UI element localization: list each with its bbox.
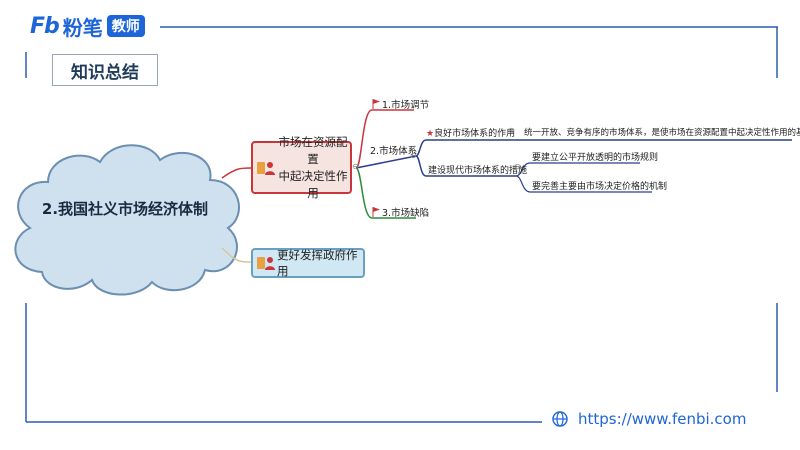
person-icon — [257, 254, 275, 272]
branch-market-decisive-node[interactable]: 市场在资源配置 中起决定性作用 — [251, 135, 352, 200]
globe-icon — [552, 411, 568, 427]
root-node-label: 2.我国社义市场经济体制 — [41, 200, 209, 218]
item-good-market-detail[interactable]: 统一开放、竞争有序的市场体系，是使市场在资源配置中起决定性作用的基础 — [524, 128, 800, 138]
item-market-system[interactable]: 2.市场体系 — [370, 146, 418, 157]
footer-url: https://www.fenbi.com — [578, 410, 747, 428]
branch-government-node[interactable]: 更好发挥政府作用 — [251, 248, 365, 278]
logo-name: 粉笔 — [62, 15, 103, 40]
collapse-toggle-icon[interactable]: ⊖ — [514, 162, 521, 171]
collapse-toggle-icon[interactable]: ⊖ — [352, 162, 359, 171]
item-measure-price[interactable]: 要完善主要由市场决定价格的机制 — [532, 182, 668, 192]
item-good-market-role[interactable]: ★良好市场体系的作用 — [426, 129, 516, 139]
flag-icon — [372, 99, 380, 109]
item-market-regulation[interactable]: 1.市场调节 — [372, 97, 429, 111]
section-title: 知识总结 — [52, 54, 158, 86]
branch-government-label: 更好发挥政府作用 — [277, 248, 358, 278]
person-icon — [257, 159, 275, 177]
collapse-toggle-icon[interactable]: ⊖ — [410, 151, 417, 160]
logo-badge: 教师 — [106, 15, 145, 37]
logo-mark: Fb — [30, 13, 60, 39]
fenbi-logo: Fb 粉笔 教师 — [30, 12, 145, 40]
item-build-market-measures[interactable]: 建设现代市场体系的措施 — [428, 166, 528, 176]
footer-website-link[interactable]: https://www.fenbi.com — [552, 410, 746, 428]
item-market-failure[interactable]: 3.市场缺陷 — [372, 205, 429, 219]
collapse-toggle-icon[interactable]: ⊖ — [508, 126, 515, 135]
item-measure-rules[interactable]: 要建立公平开放透明的市场规则 — [532, 153, 659, 163]
star-icon: ★ — [426, 129, 435, 139]
flag-icon — [372, 207, 380, 217]
root-cloud-shape — [14, 144, 240, 296]
branch-market-decisive-label: 市场在资源配置 中起决定性作用 — [278, 134, 348, 200]
